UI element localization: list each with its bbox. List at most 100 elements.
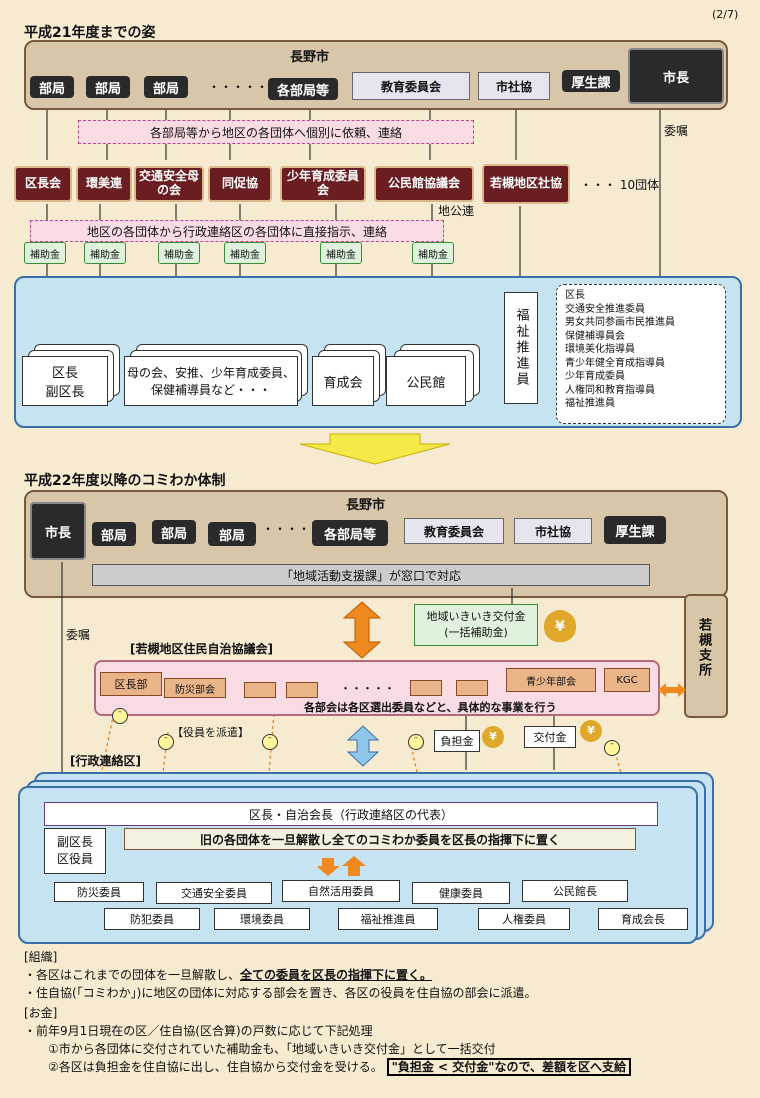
notes-money-box: "負担金 < 交付金"なので、差額を区へ支給 — [386, 1058, 632, 1076]
notes-org-title: [組織] — [24, 950, 58, 964]
section-kgc[interactable]: KGC — [604, 668, 650, 692]
member-box: 福祉推進員 — [338, 908, 438, 930]
role-item: 区長 — [565, 290, 585, 301]
grant-small-box: 交付金 — [524, 726, 576, 748]
notes-org-1b: 全ての委員を区長の指揮下に置く。 — [240, 968, 433, 982]
welfare-section[interactable]: 厚生課 — [604, 516, 666, 544]
role-item: 少年育成委員 — [565, 371, 625, 382]
section-kucho[interactable]: 区長部 — [100, 672, 162, 696]
orange-small-arrows — [318, 856, 366, 876]
notes-money-title: [お金] — [24, 1006, 58, 1020]
council-label: [若槻地区住民自治協議会] — [130, 642, 273, 656]
section-bosai[interactable]: 防災部会 — [164, 678, 226, 698]
money-bag-icon: ¥ — [544, 610, 576, 642]
member-box: 健康委員 — [412, 882, 510, 904]
orange-leftright-arrow — [658, 683, 686, 697]
money-bag-icon: ¥ — [482, 726, 504, 748]
vice-head-box: 副区長 区役員 — [44, 828, 106, 874]
ellipsis: ・・・・・ — [262, 522, 323, 536]
role-item: 男女共同参画市民推進員 — [565, 317, 675, 328]
group-kuchokai[interactable]: 区長会 — [14, 166, 72, 202]
blue-updown-arrow — [346, 725, 380, 767]
role-item: 交通安全推進委員 — [565, 303, 645, 315]
window-note: 「地域活動支援課」が窓口で対応 — [92, 564, 650, 586]
member-box: 防犯委員 — [104, 908, 200, 930]
city-label-top: 長野市 — [290, 50, 330, 65]
member-box: 公民館長 — [522, 880, 628, 902]
ward-ikuseikai-box: 育成会 — [312, 356, 374, 406]
branch-box — [684, 594, 728, 718]
role-item: 福祉推進員 — [565, 398, 615, 409]
role-item: 保健補導員会 — [565, 330, 625, 342]
notes-money-3-row: ②各区は負担金を住自協に出し、住自協から交付金を受ける。 "負担金 < 交付金"… — [24, 1058, 632, 1076]
request-note: 各部局等から地区の各団体へ個別に依頼、連絡 — [78, 120, 474, 144]
section-blank[interactable] — [456, 680, 488, 696]
group-dosokyo[interactable]: 同促協 — [208, 166, 272, 202]
district-head-box: 区長・自治会長（行政連絡区の代表） — [44, 802, 658, 826]
section-ellipsis: ・・・・・ — [340, 682, 395, 695]
group-shonen-ikusei[interactable]: 少年育成委員会 — [280, 166, 366, 202]
smiley-icon: ᵔ — [262, 734, 278, 750]
dissolve-note: 旧の各団体を一旦解散し全てのコミわか委員を区長の指揮下に置く — [124, 828, 636, 850]
notes: [組織] ・各区はこれまでの団体を一旦解散し、全ての委員を区長の指揮下に置く。 … — [24, 948, 632, 1076]
group-kotsu-anzen[interactable]: 交通安全母の会 — [134, 166, 204, 202]
dept-button[interactable]: 各部局等 — [312, 520, 388, 546]
admin-district-label: [行政連絡区] — [70, 754, 141, 768]
role-item: 青少年健全育成指導員 — [565, 357, 665, 369]
notes-org-1a: ・各区はこれまでの団体を一旦解散し、 — [24, 968, 241, 982]
welfare-promoter-box: 福祉推進員 — [504, 292, 538, 404]
group-kominkan[interactable]: 公民館協議会 — [374, 166, 474, 202]
burden-box: 負担金 — [434, 730, 480, 752]
dept-button[interactable]: 部局 — [30, 76, 74, 98]
welfare-section[interactable]: 厚生課 — [562, 70, 620, 92]
grant-box: 地域いきいき交付金 (一括補助金) — [414, 604, 538, 646]
section-seishonen[interactable]: 青少年部会 — [506, 668, 596, 692]
section-blank[interactable] — [410, 680, 442, 696]
role-item: 人権同和教育指導員 — [565, 384, 655, 396]
member-box: 環境委員 — [214, 908, 310, 930]
member-box: 自然活用委員 — [282, 880, 400, 902]
dept-button[interactable]: 部局 — [152, 520, 196, 544]
dept-button[interactable]: 部局 — [208, 522, 256, 546]
section-title-before: 平成21年度までの姿 — [24, 25, 156, 41]
dept-button[interactable]: 各部局等 — [268, 78, 338, 100]
group-shakyo[interactable]: 若槻地区社協 — [482, 164, 570, 204]
more-groups: ・・・ 10団体 — [580, 178, 660, 192]
branch-label: 若槻支所 — [696, 618, 711, 678]
section-blank[interactable] — [286, 682, 318, 698]
mayor-box[interactable]: 市長 — [628, 48, 724, 104]
ward-kucho-box: 区長 副区長 — [22, 356, 108, 406]
smiley-icon: ᵔ — [408, 734, 424, 750]
member-box: 防災委員 — [54, 882, 144, 902]
group-kanbiren[interactable]: 環美連 — [76, 166, 132, 202]
delegate-label-bottom: 委嘱 — [66, 628, 91, 642]
smiley-icon: ᵔ — [158, 734, 174, 750]
social-welfare-council[interactable]: 市社協 — [514, 518, 592, 544]
ward-groups-box: 母の会、安推、少年育成委員、保健補導員など・・・ — [124, 356, 298, 406]
notes-org-1: ・各区はこれまでの団体を一旦解散し、全ての委員を区長の指揮下に置く。 — [24, 966, 631, 984]
notes-org-2: ・住自協(「コミわか」)に地区の団体に対応する部会を置き、各区の役員を住自協の部… — [24, 986, 537, 1000]
direct-note: 地区の各団体から行政連絡区の各団体に直接指示、連絡 — [30, 220, 444, 242]
subsidy-tag: 補助金 — [320, 242, 362, 264]
chikoren-label: 地公連 — [438, 204, 475, 218]
dept-button[interactable]: 部局 — [92, 522, 136, 546]
board-of-education[interactable]: 教育委員会 — [352, 72, 470, 100]
dept-button[interactable]: 部局 — [86, 76, 130, 98]
delegate-label-top: 委嘱 — [664, 124, 689, 138]
section-title-after: 平成22年度以降のコミわか体制 — [24, 473, 226, 489]
board-of-education[interactable]: 教育委員会 — [404, 518, 504, 544]
dept-button[interactable]: 部局 — [144, 76, 188, 98]
member-box: 育成会長 — [598, 908, 688, 930]
subsidy-tag: 補助金 — [24, 242, 66, 264]
member-box: 交通安全委員 — [156, 882, 272, 904]
section-blank[interactable] — [244, 682, 276, 698]
notes-money-3: ②各区は負担金を住自協に出し、住自協から交付金を受ける。 — [48, 1060, 383, 1074]
orange-updown-arrow — [342, 601, 382, 659]
city-label-bottom: 長野市 — [346, 498, 386, 513]
notes-money-1: ・前年9月1日現在の区／住自協(区合算)の戸数に応じて下記処理 — [24, 1024, 373, 1038]
page-number: (2/7) — [712, 8, 739, 21]
transition-arrow — [299, 433, 451, 465]
social-welfare-council[interactable]: 市社協 — [478, 72, 550, 100]
sections-note: 各部会は各区選出委員などと、具体的な事業を行う — [304, 701, 557, 714]
mayor-box-bottom[interactable]: 市長 — [30, 502, 86, 560]
